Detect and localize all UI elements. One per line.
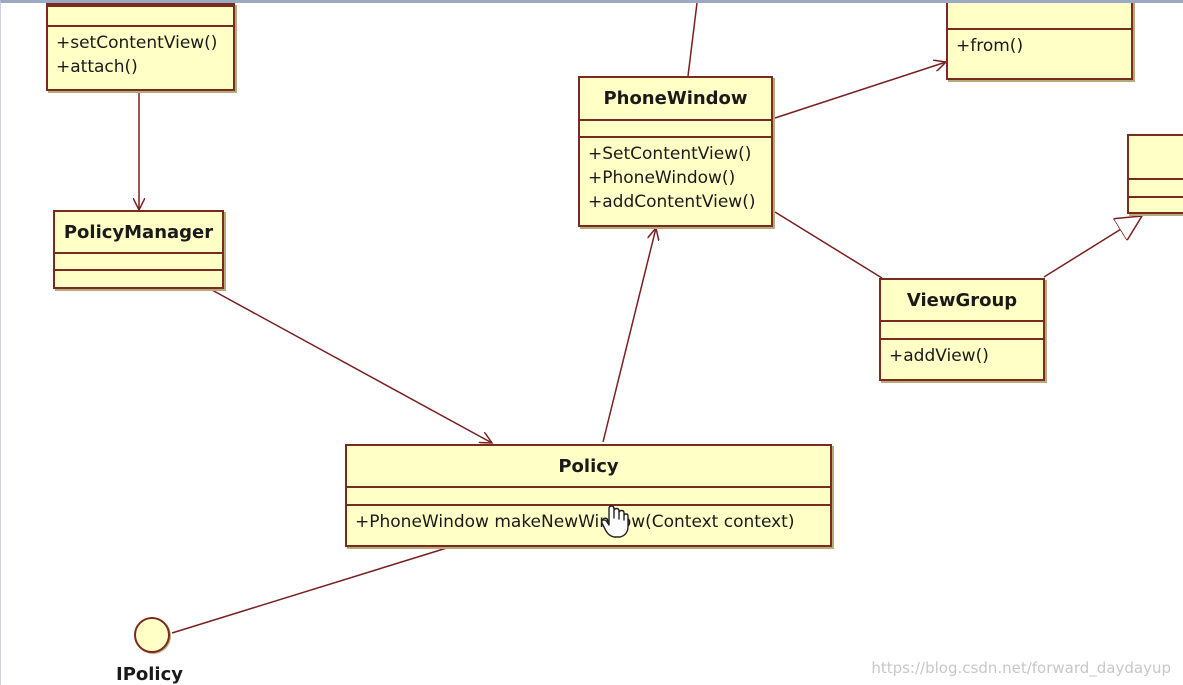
class-layoutinflater-operations: +from() (948, 30, 1131, 62)
link-viewgroup-view (1043, 216, 1142, 278)
class-view-operations (1129, 196, 1183, 212)
class-viewgroup-operations: +addView() (881, 338, 1043, 372)
operation: +setContentView() (56, 33, 218, 53)
operation: +addContentView() (588, 192, 756, 212)
class-viewgroup-attributes (881, 320, 1043, 338)
link-top-phonewindow (687, 2, 698, 77)
class-activity-attributes (48, 5, 233, 25)
class-activity-operations: +setContentView() +attach() (48, 25, 233, 83)
class-phonewindow-operations: +SetContentView() +PhoneWindow() +addCon… (580, 136, 771, 218)
class-layoutinflater-attributes (948, 0, 1131, 30)
class-view-attributes (1129, 178, 1183, 196)
class-policy-attributes (347, 486, 830, 504)
class-activity[interactable]: +setContentView() +attach() (46, 3, 235, 91)
class-policymanager-name: PolicyManager (63, 221, 214, 243)
interface-ipolicy-label: IPolicy (116, 664, 183, 685)
class-phonewindow[interactable]: PhoneWindow +SetContentView() +PhoneWind… (578, 76, 773, 227)
class-policymanager[interactable]: PolicyManager (53, 210, 224, 289)
hand-cursor-icon (601, 505, 629, 538)
operation: +from() (956, 36, 1024, 56)
link-phonewindow-viewgroup (774, 211, 883, 279)
class-policy[interactable]: Policy +PhoneWindow makeNewWindow(Contex… (345, 444, 832, 547)
operation: +PhoneWindow() (588, 168, 736, 188)
operation: +PhoneWindow makeNewWindow(Context conte… (355, 512, 795, 532)
link-policymanager-policy (211, 289, 492, 443)
class-viewgroup[interactable]: ViewGroup +addView() (879, 278, 1045, 381)
class-policymanager-attributes (55, 252, 222, 269)
class-view[interactable] (1127, 134, 1183, 214)
class-layoutinflater[interactable]: +from() (946, 0, 1133, 80)
watermark: https://blog.csdn.net/forward_daydayup (871, 659, 1171, 677)
operation: +attach() (56, 57, 138, 77)
operation: +SetContentView() (588, 144, 752, 164)
class-policy-operations: +PhoneWindow makeNewWindow(Context conte… (347, 504, 830, 538)
link-phonewindow-layoutinflater (774, 62, 946, 119)
interface-ipolicy-circle[interactable] (134, 617, 170, 653)
class-policy-name: Policy (558, 455, 619, 477)
class-policymanager-operations (55, 269, 222, 285)
class-view-name (1129, 136, 1183, 178)
operation: +addView() (889, 346, 989, 366)
class-phonewindow-attributes (580, 119, 771, 136)
class-phonewindow-name: PhoneWindow (603, 88, 748, 109)
class-viewgroup-name: ViewGroup (906, 289, 1018, 311)
link-policy-phonewindow (602, 228, 656, 443)
link-policy-ipolicy (171, 546, 451, 634)
